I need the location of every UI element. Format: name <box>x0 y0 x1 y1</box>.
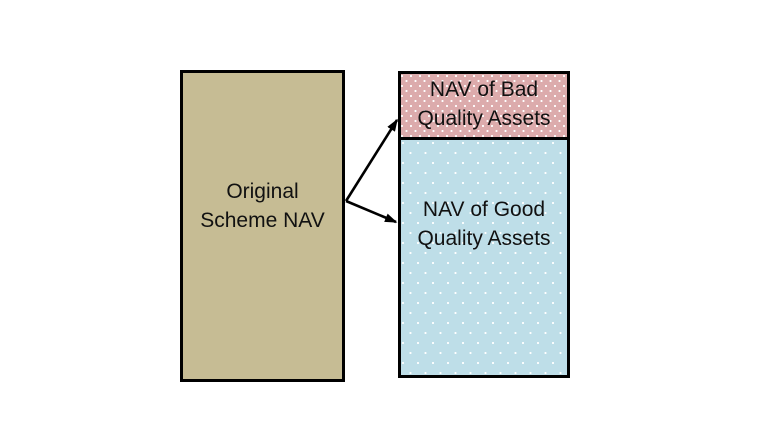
label-line: NAV of Bad <box>429 78 539 101</box>
nav-good-quality-label: NAV of Good Quality Assets <box>401 195 567 253</box>
label-line: Scheme NAV <box>200 209 325 232</box>
label-line: Quality Assets <box>417 227 551 250</box>
label-line: Quality Assets <box>417 107 551 130</box>
label-line: Original <box>226 180 299 203</box>
arrow-to-good-assets <box>345 199 398 224</box>
nav-bad-quality-label: NAV of Bad Quality Assets <box>401 75 567 133</box>
nav-good-quality-box: NAV of Good Quality Assets <box>401 140 567 375</box>
arrow-to-bad-assets <box>344 118 399 202</box>
original-scheme-nav-box: Original Scheme NAV <box>180 70 345 382</box>
label-line: NAV of Good <box>422 198 546 221</box>
split-nav-stack: NAV of Bad Quality Assets NAV of Good Qu… <box>398 71 570 378</box>
original-scheme-nav-label: Original Scheme NAV <box>183 177 342 235</box>
nav-bad-quality-box: NAV of Bad Quality Assets <box>401 74 567 140</box>
